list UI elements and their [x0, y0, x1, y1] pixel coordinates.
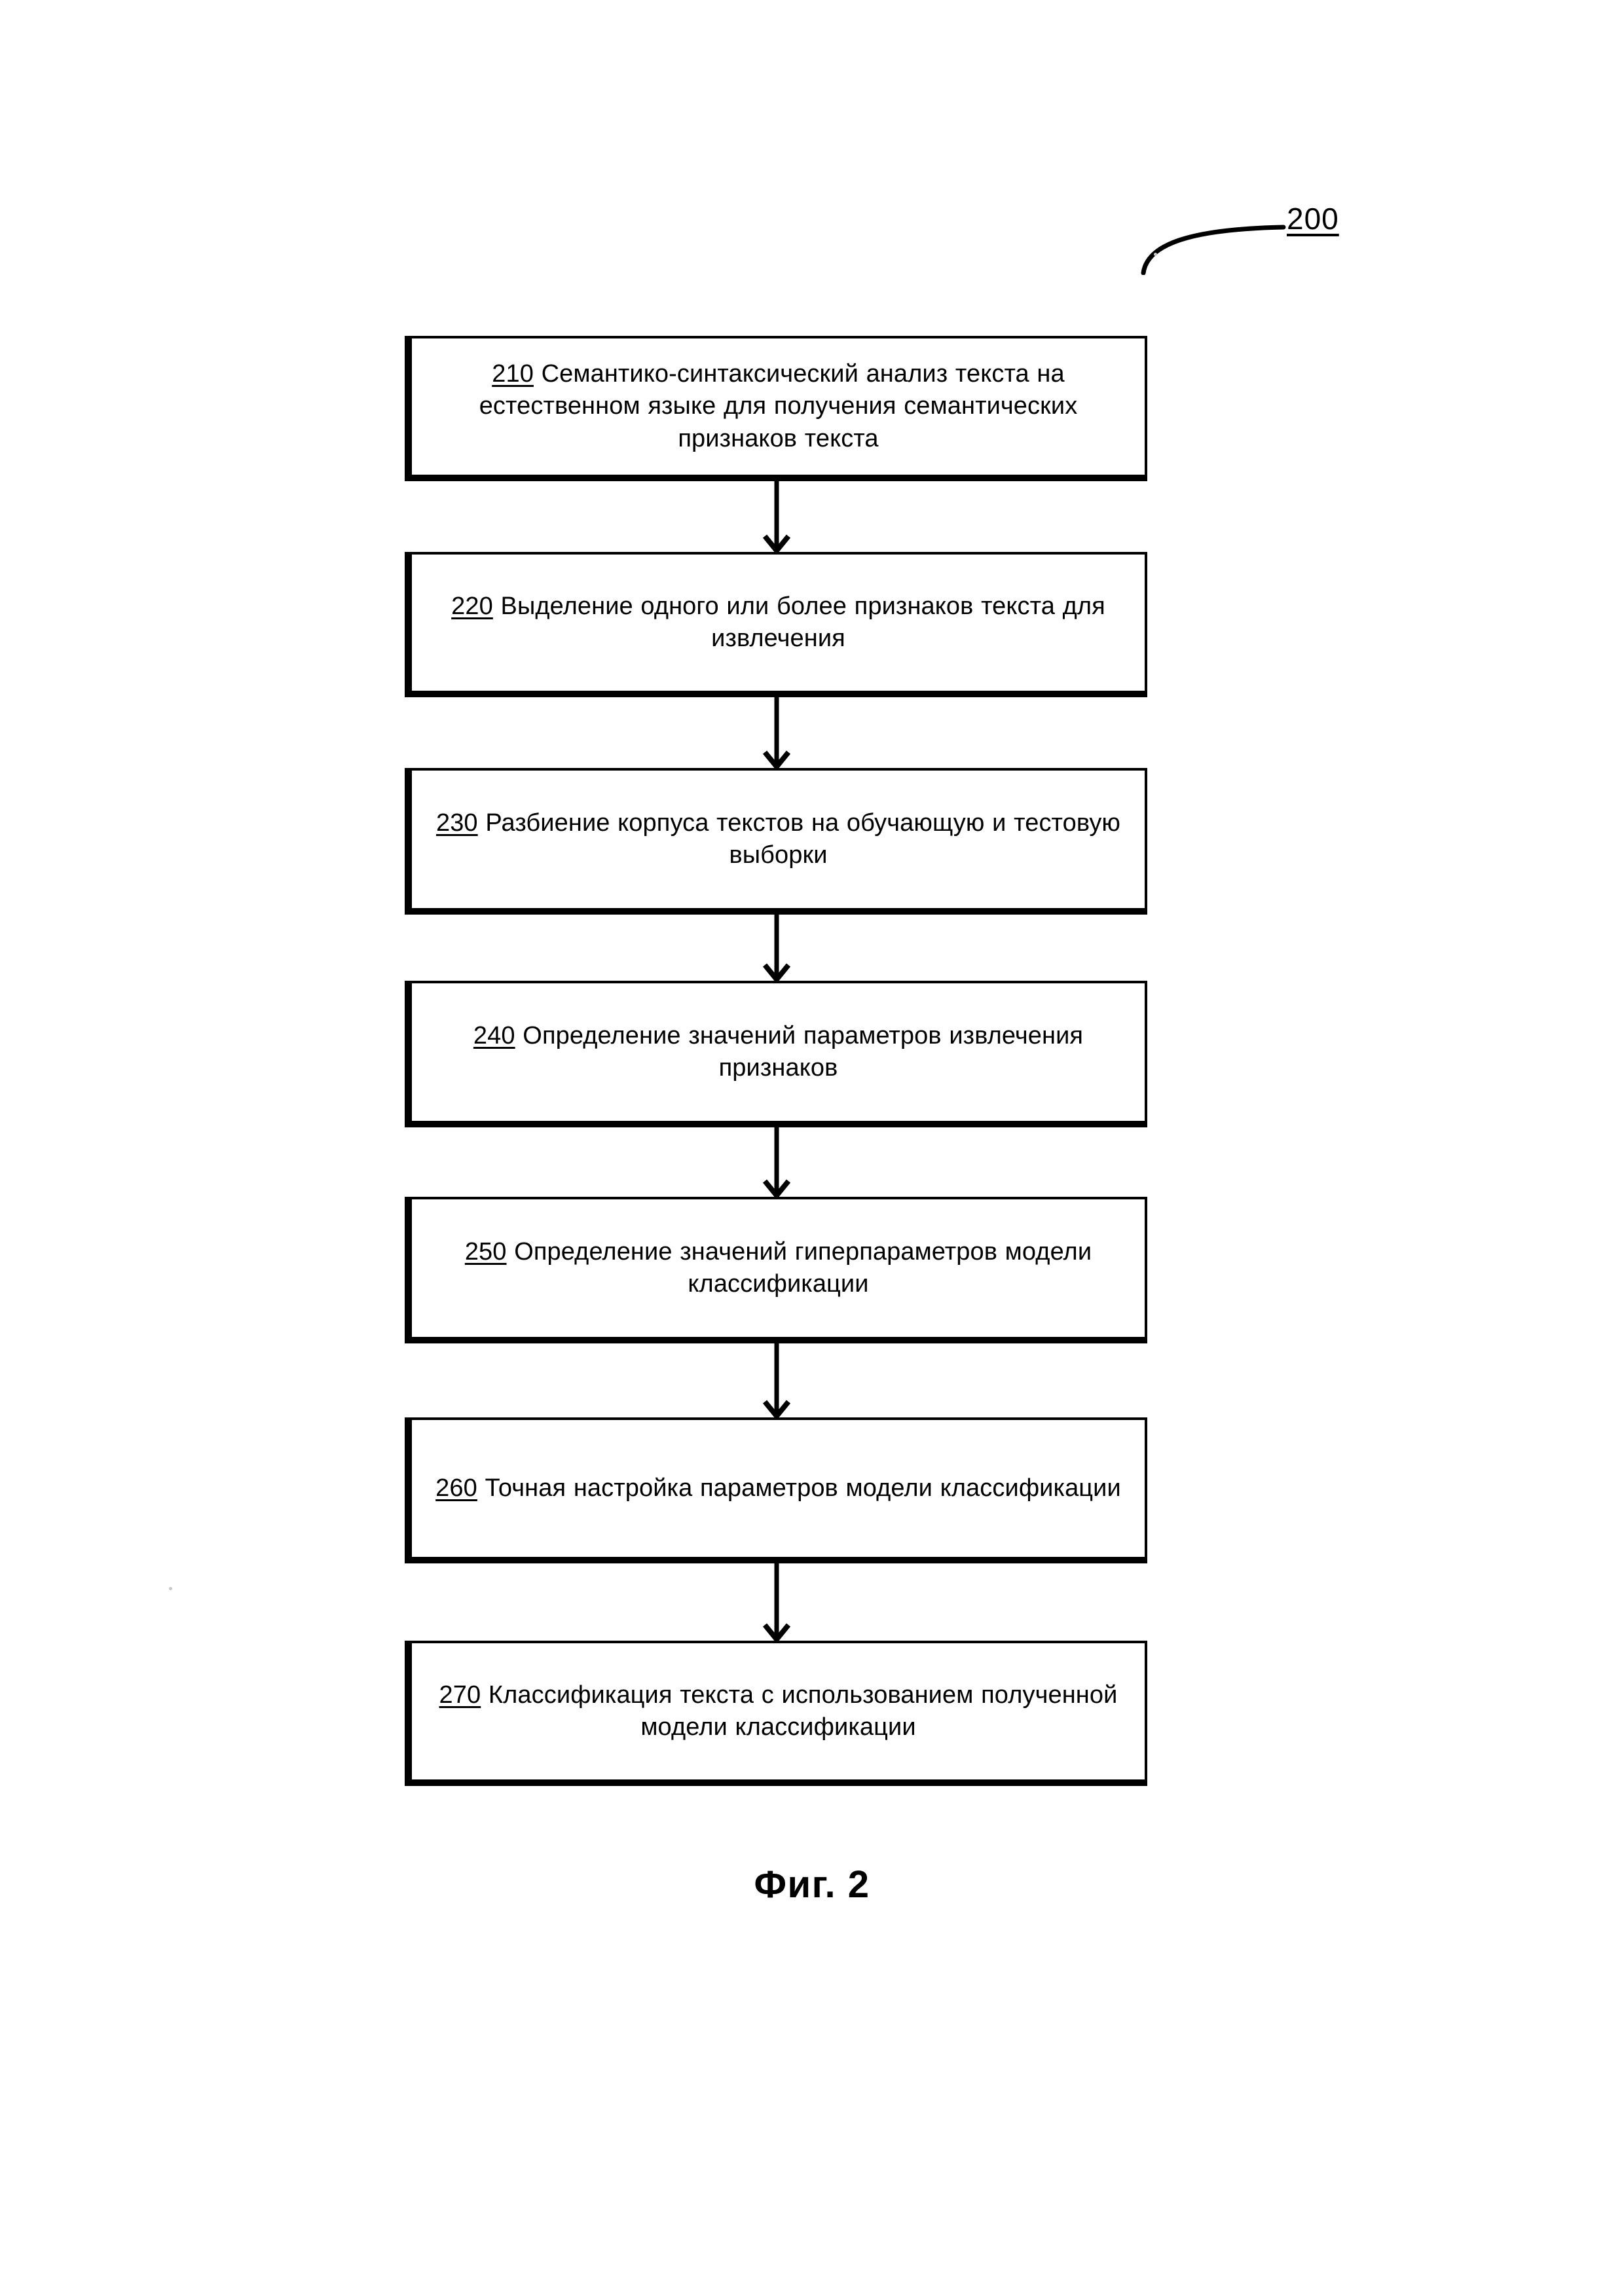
flow-node-240[interactable]: 240 Определение значений параметров извл… [405, 981, 1147, 1127]
flow-node-220-text: 220 Выделение одного или более признаков… [412, 591, 1145, 655]
flow-node-240-ref: 240 [473, 1021, 515, 1049]
flow-node-250-ref: 250 [464, 1237, 507, 1266]
flow-node-250-text: 250 Определение значений гиперпараметров… [412, 1236, 1145, 1301]
flow-node-220-ref: 220 [451, 592, 493, 620]
flow-node-230[interactable]: 230 Разбиение корпуса текстов на обучающ… [405, 768, 1147, 915]
flow-node-270-label: Классификация текста с использованием по… [488, 1681, 1118, 1741]
flow-node-230-text: 230 Разбиение корпуса текстов на обучающ… [412, 807, 1145, 872]
flow-node-270-ref: 270 [439, 1681, 481, 1709]
figure-caption: Фиг. 2 [754, 1863, 870, 1906]
flow-node-220[interactable]: 220 Выделение одного или более признаков… [405, 552, 1147, 697]
flow-arrow-240-250 [762, 1127, 791, 1200]
flow-arrow-250-260 [762, 1343, 791, 1421]
scan-speck [169, 1587, 172, 1590]
flow-arrow-220-230 [762, 697, 791, 771]
flow-node-250-label: Определение значений гиперпараметров мод… [514, 1237, 1092, 1298]
flow-node-210-text: 210 Семантико-синтаксический анализ текс… [412, 358, 1145, 455]
flow-node-230-label: Разбиение корпуса текстов на обучающую и… [485, 809, 1121, 869]
flow-node-210-label: Семантико-синтаксический анализ текста н… [479, 359, 1078, 452]
flow-node-230-ref: 230 [435, 809, 478, 837]
flow-arrow-230-240 [762, 915, 791, 984]
flow-node-260-text: 260 Точная настройка параметров модели к… [413, 1472, 1143, 1504]
leader-line [1141, 225, 1286, 275]
figure-reference-numeral: 200 [1287, 202, 1339, 236]
flow-node-240-text: 240 Определение значений параметров извл… [412, 1020, 1145, 1085]
flow-node-220-label: Выделение одного или более признаков тек… [500, 592, 1105, 652]
flow-node-270-text: 270 Классификация текста с использование… [412, 1679, 1145, 1744]
flow-node-210-ref: 210 [492, 359, 534, 388]
flow-node-260-label: Точная настройка параметров модели класс… [485, 1474, 1121, 1502]
flow-node-250[interactable]: 250 Определение значений гиперпараметров… [405, 1197, 1147, 1343]
scan-speck [1154, 253, 1157, 256]
flow-node-260-ref: 260 [435, 1474, 477, 1502]
flow-node-270[interactable]: 270 Классификация текста с использование… [405, 1641, 1147, 1786]
flow-arrow-260-270 [762, 1563, 791, 1644]
flow-node-240-label: Определение значений параметров извлечен… [523, 1021, 1084, 1082]
flow-node-210[interactable]: 210 Семантико-синтаксический анализ текс… [405, 336, 1147, 481]
flow-arrow-210-220 [762, 481, 791, 555]
flow-node-260[interactable]: 260 Точная настройка параметров модели к… [405, 1417, 1147, 1563]
